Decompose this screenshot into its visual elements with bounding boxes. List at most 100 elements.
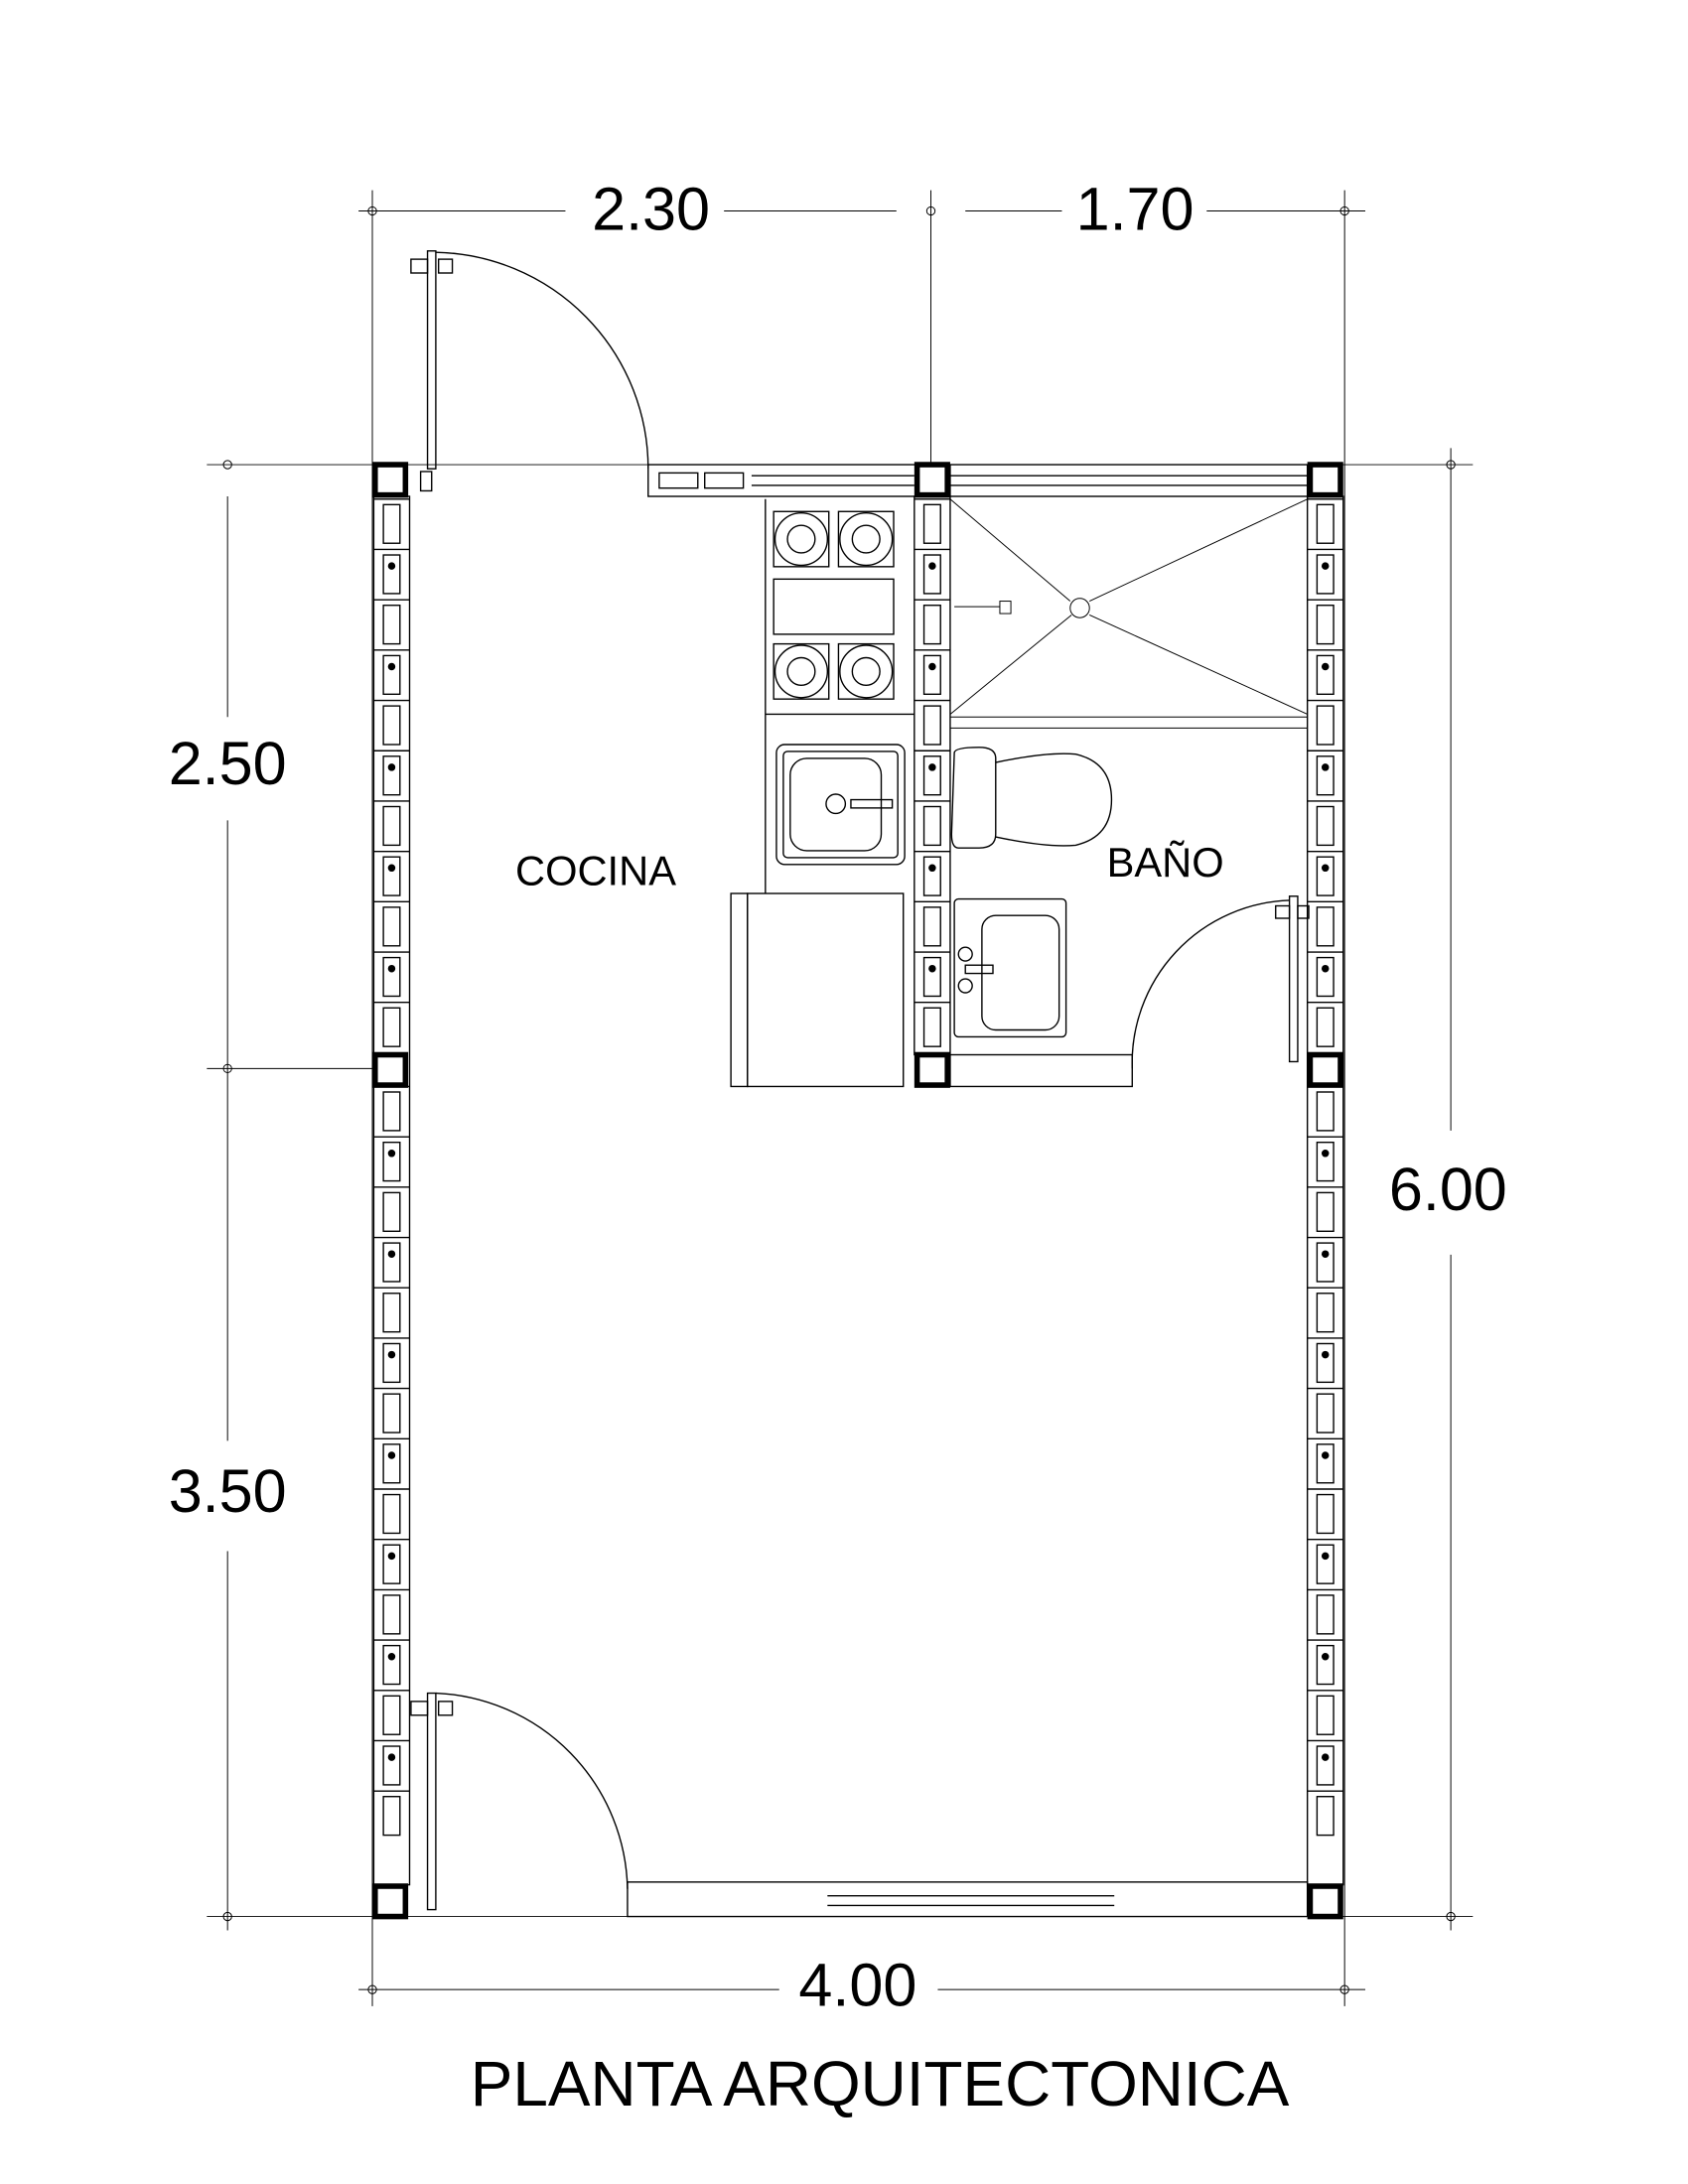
block-cell	[1316, 1493, 1335, 1535]
column	[372, 1883, 409, 1920]
block-cell	[382, 1695, 401, 1735]
block-cell	[922, 805, 941, 847]
dimension-tick	[925, 205, 936, 216]
block-cell	[922, 1007, 941, 1047]
rebar-dot	[1321, 1552, 1330, 1561]
bathroom-sink	[953, 897, 1067, 1038]
block-cell	[1316, 1091, 1335, 1132]
dimension-tick	[367, 205, 377, 216]
column	[914, 1051, 950, 1088]
structural-columns	[372, 462, 1343, 1920]
block-cell	[382, 1745, 401, 1786]
block-cell	[382, 1191, 401, 1232]
block-cell	[1316, 1796, 1335, 1837]
block-cell	[382, 705, 401, 746]
block-cell	[1316, 956, 1335, 998]
toilet	[950, 747, 1113, 849]
dimension-left-top: 2.50	[169, 730, 287, 797]
rebar-dot	[387, 1150, 396, 1158]
block-cell	[382, 1091, 401, 1132]
refrigerator	[730, 892, 905, 1088]
column	[372, 1051, 409, 1088]
dimension-bottom-total: 4.00	[798, 1951, 916, 2018]
dimension-right-total: 6.00	[1389, 1156, 1507, 1223]
rebar-dot	[387, 1350, 396, 1359]
block-cell	[922, 956, 941, 998]
block-cell	[382, 856, 401, 896]
block-cell	[1316, 1644, 1335, 1686]
block-cell	[382, 554, 401, 595]
block-cell	[382, 1443, 401, 1484]
block-cell	[382, 956, 401, 998]
block-cell	[382, 1242, 401, 1283]
block-cell	[1316, 856, 1335, 896]
column	[372, 462, 409, 498]
block-cell	[1316, 1443, 1335, 1484]
shower	[949, 498, 1308, 729]
rebar-dot	[1321, 1753, 1330, 1761]
block-cell	[382, 654, 401, 695]
rebar-dot	[1321, 1150, 1330, 1158]
block-cell	[1316, 1191, 1335, 1232]
rebar-dot	[387, 1653, 396, 1661]
block-cell	[922, 554, 941, 595]
dimension-left-bottom: 3.50	[169, 1457, 287, 1525]
block-cell	[922, 755, 941, 796]
rebar-dot	[387, 1451, 396, 1459]
block-cell	[922, 503, 941, 544]
dimension-top-right: 1.70	[1076, 175, 1195, 242]
dimension-tick	[1339, 205, 1349, 216]
column	[1307, 1883, 1343, 1920]
kitchen-sink	[775, 744, 906, 866]
block-cell	[382, 906, 401, 947]
entry-door-top	[410, 250, 649, 492]
rebar-dot	[387, 763, 396, 771]
block-cell	[1316, 1342, 1335, 1384]
rebar-dot	[387, 964, 396, 973]
block-cell	[1316, 1242, 1335, 1283]
rebar-dot	[387, 864, 396, 873]
dimension-tick	[222, 1911, 232, 1922]
block-cell	[1316, 554, 1335, 595]
block-cell	[382, 755, 401, 796]
rebar-dot	[1321, 662, 1330, 671]
block-cell	[922, 906, 941, 947]
rebar-dot	[1321, 864, 1330, 873]
rebar-dot	[1321, 1451, 1330, 1459]
entry-door-bottom	[410, 1692, 629, 1911]
rebar-dot	[1321, 1653, 1330, 1661]
block-cell	[1316, 503, 1335, 544]
block-cell	[382, 503, 401, 544]
block-cell	[1316, 1142, 1335, 1182]
block-cell	[382, 1644, 401, 1686]
block-cell	[382, 1493, 401, 1535]
block-cell	[382, 805, 401, 847]
block-cell	[1316, 1007, 1335, 1047]
block-cell	[1316, 1594, 1335, 1635]
block-cell	[1316, 755, 1335, 796]
column	[1307, 462, 1343, 498]
wall-blocks	[373, 498, 1343, 1837]
rebar-dot	[387, 1250, 396, 1258]
rebar-dot	[1321, 1250, 1330, 1258]
block-cell	[922, 705, 941, 746]
dimension-tick	[1339, 1984, 1349, 1994]
block-cell	[1316, 1745, 1335, 1786]
bathroom-door	[1131, 895, 1310, 1069]
block-cell	[1316, 1293, 1335, 1333]
rebar-dot	[387, 662, 396, 671]
rebar-dot	[1321, 763, 1330, 771]
rebar-dot	[1321, 562, 1330, 570]
block-cell	[382, 1293, 401, 1333]
column	[914, 462, 950, 498]
block-cell	[382, 1393, 401, 1433]
drawing-title: PLANTA ARQUITECTONICA	[471, 2048, 1290, 2119]
block-cell	[922, 654, 941, 695]
stove	[765, 498, 914, 893]
block-cell	[922, 605, 941, 645]
block-cell	[1316, 654, 1335, 695]
block-cell	[1316, 1544, 1335, 1584]
block-cell	[382, 605, 401, 645]
block-cell	[382, 1007, 401, 1047]
block-cell	[382, 1594, 401, 1635]
